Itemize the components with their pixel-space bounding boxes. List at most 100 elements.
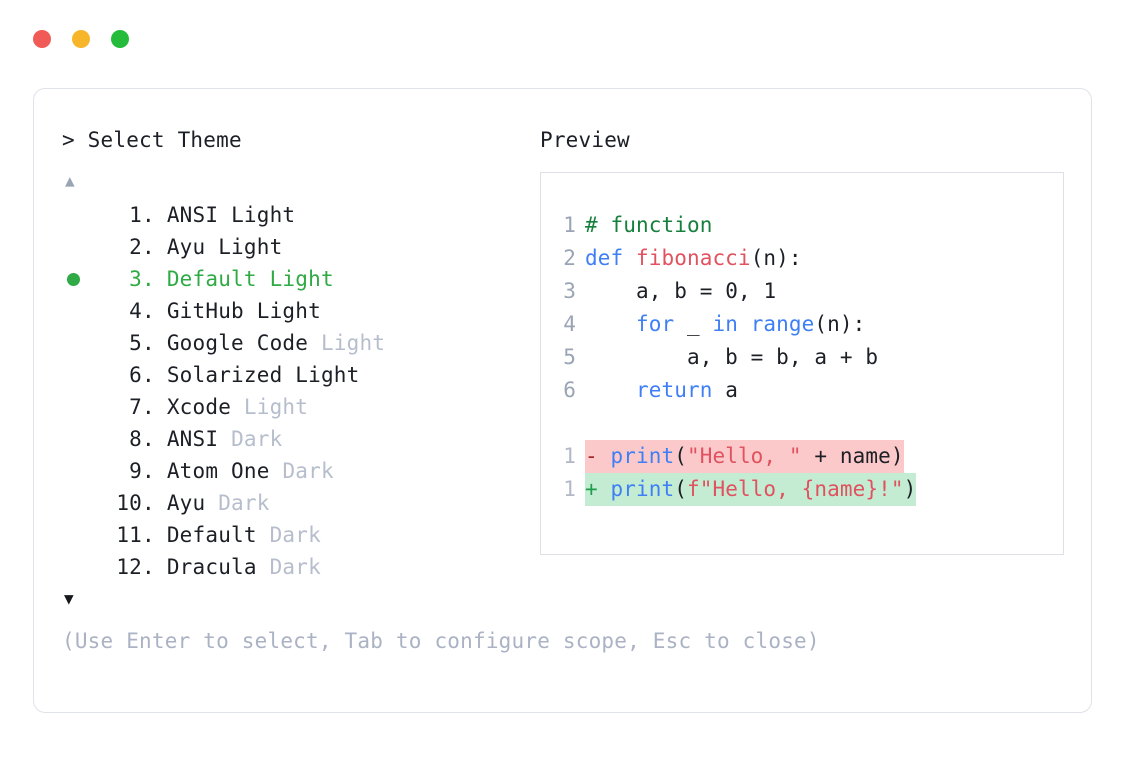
theme-item-spacer (244, 295, 257, 327)
theme-item-number-dot: . (142, 203, 155, 227)
theme-list-item[interactable]: 9. Atom One Dark (62, 455, 540, 487)
theme-list-item[interactable]: 4.GitHub Light (62, 295, 540, 327)
theme-item-spacer (257, 263, 270, 295)
window-traffic-lights (33, 30, 129, 48)
diff-line-number: 1 (563, 477, 576, 501)
code-line: 6 return a (541, 374, 1063, 407)
theme-item-variant: Light (269, 267, 334, 291)
code-token-plain: a (712, 378, 738, 402)
theme-item-number-dot: . (142, 427, 155, 451)
theme-list-item[interactable]: 1. ANSI Light (62, 199, 540, 231)
theme-item-variant: Light (231, 203, 296, 227)
theme-item-number-dot: . (142, 331, 155, 355)
code-line: 5 a, b = b, a + b (541, 341, 1063, 374)
diff-line-del: 1- print("Hello, " + name) (541, 440, 1063, 473)
diff-marker-del: - (585, 444, 598, 468)
code-line-text: a, b = 0, 1 (585, 275, 776, 308)
theme-item-number: 4 (129, 299, 142, 323)
code-token-kw: for (635, 312, 675, 336)
code-token-builtin: print (610, 477, 675, 501)
theme-item-number-dot: . (142, 363, 155, 387)
theme-item-number-dot: . (142, 235, 155, 259)
diff-marker-space (598, 477, 611, 501)
minimize-button[interactable] (72, 30, 90, 48)
code-line-text: return a (585, 374, 738, 407)
theme-list-item[interactable]: 12.Dracula Dark (62, 551, 540, 583)
code-token-builtin: range (750, 312, 815, 336)
theme-item-number: 11 (116, 523, 142, 547)
theme-item-name: Ayu (166, 235, 206, 259)
theme-item-spacer (218, 199, 231, 231)
theme-list-item[interactable]: 2.Ayu Light (62, 231, 540, 263)
code-line-text: def fibonacci(n): (585, 242, 802, 275)
theme-item-name: Ayu (166, 491, 206, 515)
code-token-plain: (n): (750, 246, 802, 270)
theme-item-spacer (205, 231, 218, 263)
theme-item-name: Atom One (166, 459, 270, 483)
theme-item-number: 10 (116, 491, 142, 515)
scroll-down-arrow[interactable]: ▼ (64, 589, 74, 608)
theme-item-number-dot: . (142, 523, 155, 547)
code-token-plain: a, b = b, a + b (585, 345, 879, 369)
theme-list-column: > Select Theme ▲ 1. ANSI Light 2. Ayu Light… (62, 125, 540, 609)
theme-item-variant: Light (256, 299, 321, 323)
theme-item-variant: Dark (282, 459, 334, 483)
theme-list-item[interactable]: 11.Default Dark (62, 519, 540, 551)
code-token-comment: # function (585, 213, 713, 237)
code-token-plain: a, b = (585, 279, 726, 303)
theme-item-number: 9 (129, 459, 142, 483)
theme-item-number: 2 (129, 235, 142, 259)
theme-item-number-dot: . (142, 267, 155, 291)
theme-list-item[interactable]: 10.Ayu Dark (62, 487, 540, 519)
theme-item-number-dot: . (142, 555, 155, 579)
theme-item-spacer (257, 519, 270, 551)
theme-item-number-dot: . (142, 459, 155, 483)
code-token-fn: fibonacci (635, 246, 751, 270)
theme-item-number: 7 (129, 395, 142, 419)
code-line: 3 a, b = 0, 1 (541, 275, 1063, 308)
theme-item-name: ANSI (166, 203, 219, 227)
theme-item-spacer (218, 423, 231, 455)
theme-list-item[interactable]: 5.Google Code Light (62, 327, 540, 359)
theme-list-item[interactable]: 6.Solarized Light (62, 359, 540, 391)
theme-list-item[interactable]: 3.Default Light (62, 263, 540, 295)
theme-item-spacer (231, 391, 244, 423)
scroll-up-arrow[interactable]: ▲ (65, 171, 75, 190)
code-line-number: 1 (563, 213, 576, 237)
code-token-builtin: print (610, 444, 675, 468)
theme-item-variant: Dark (218, 491, 270, 515)
maximize-button[interactable] (111, 30, 129, 48)
code-token-kw: in (712, 312, 751, 336)
theme-selector-card: > Select Theme ▲ 1. ANSI Light 2. Ayu Light… (33, 88, 1092, 713)
theme-item-variant: Light (295, 363, 360, 387)
theme-item-spacer (205, 487, 218, 519)
select-theme-prompt: > Select Theme (62, 128, 242, 152)
close-button[interactable] (33, 30, 51, 48)
theme-item-name: ANSI (166, 427, 219, 451)
diff-line-content: + print(f"Hello, {name}!") (585, 473, 917, 506)
theme-item-variant: Light (243, 395, 309, 419)
code-token-str: "Hello, " (686, 444, 802, 468)
theme-item-number: 1 (129, 203, 142, 227)
theme-item-spacer (257, 551, 270, 583)
code-line-number: 6 (563, 378, 576, 402)
code-line-number: 3 (563, 279, 576, 303)
theme-list-item[interactable]: 7.Xcode Light (62, 391, 540, 423)
theme-item-name: Google Code (166, 331, 309, 355)
selected-bullet-icon (67, 272, 80, 286)
code-token-plain: _ (674, 312, 713, 336)
code-line: 1 # function (541, 209, 1063, 242)
code-line-text: a, b = b, a + b (585, 341, 878, 374)
theme-item-variant: Dark (269, 523, 321, 547)
code-line-text: for _ in range(n): (585, 308, 865, 341)
selected-indicator (62, 272, 96, 286)
theme-list-item[interactable]: 8.ANSI Dark (62, 423, 540, 455)
theme-item-spacer (270, 455, 283, 487)
code-token-num: 1 (763, 279, 777, 303)
keyboard-hint: (Use Enter to select, Tab to configure s… (62, 629, 820, 653)
